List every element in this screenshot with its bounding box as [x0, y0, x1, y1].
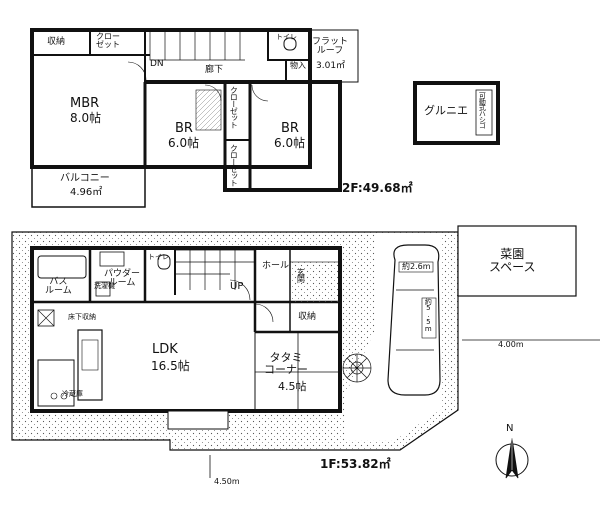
- loft-plan: [413, 81, 500, 145]
- entrance-label: 玄関: [296, 268, 306, 282]
- north-arrow-icon: [495, 437, 529, 479]
- 2f-closet-label: クロー ゼット: [96, 32, 120, 50]
- 1f-storage-label: 収納: [298, 312, 317, 322]
- flat-roof-area: 3.01㎡: [316, 61, 346, 71]
- closet-a-label: クローゼット: [229, 86, 239, 128]
- tatami-label: タタミ コーナー: [264, 351, 308, 376]
- 2f-storage-label: 収納: [47, 37, 66, 47]
- 1f-restroom-label: トイレ: [148, 253, 169, 261]
- road-south-width: 4.50m: [214, 477, 240, 486]
- up-label: UP: [230, 281, 244, 292]
- 1f-total-area: 1F:53.82㎡: [320, 457, 391, 471]
- 2f-total-area: 2F:49.68㎡: [342, 181, 413, 195]
- tree-shape: [342, 353, 372, 383]
- floor-storage-label: 床下収納: [68, 313, 96, 321]
- tatami-size: 4.5帖: [278, 380, 307, 393]
- flat-roof-label: フラット ルーフ: [312, 37, 349, 57]
- car-width-label: 約2.6m: [402, 262, 431, 271]
- road-east-width: 4.00m: [498, 340, 524, 349]
- br1-size: 6.0帖: [168, 136, 200, 150]
- first-floor-plan: [11, 225, 600, 478]
- br1-label: BR: [175, 121, 193, 136]
- 2f-items-label: 物入: [290, 61, 306, 70]
- ladder-label: 可動式ハシゴ: [478, 92, 487, 128]
- hallway-label: 廊下: [205, 65, 224, 75]
- garden-space-label: 菜園 スペース: [489, 247, 536, 274]
- balcony-label: バルコニー: [60, 173, 110, 184]
- dn-label: DN: [150, 59, 164, 69]
- closet-b-label: クローゼット: [229, 144, 239, 186]
- car-length-label: 約5.5m: [424, 298, 433, 332]
- laundry-label: 洗濯機: [94, 282, 115, 290]
- br2-label: BR: [281, 121, 299, 136]
- 2f-restroom-label: トイレ: [276, 33, 297, 41]
- loft-label: グルニエ: [424, 104, 468, 117]
- mbr-size: 8.0帖: [70, 111, 102, 125]
- fridge-label: 冷蔵庫: [62, 390, 83, 398]
- north-label: N: [506, 423, 514, 434]
- powder-label: パウダー ルーム: [104, 269, 141, 289]
- br2-size: 6.0帖: [274, 136, 306, 150]
- balcony-area: 4.96㎡: [70, 187, 103, 198]
- mbr-label: MBR: [70, 96, 100, 111]
- second-floor-plan: [30, 28, 359, 208]
- ldk-size: 16.5帖: [151, 359, 190, 373]
- bath-label: バス ルーム: [45, 277, 72, 297]
- ldk-label: LDK: [152, 342, 178, 357]
- car-shape: [387, 244, 441, 396]
- hall-label: ホール: [262, 261, 290, 271]
